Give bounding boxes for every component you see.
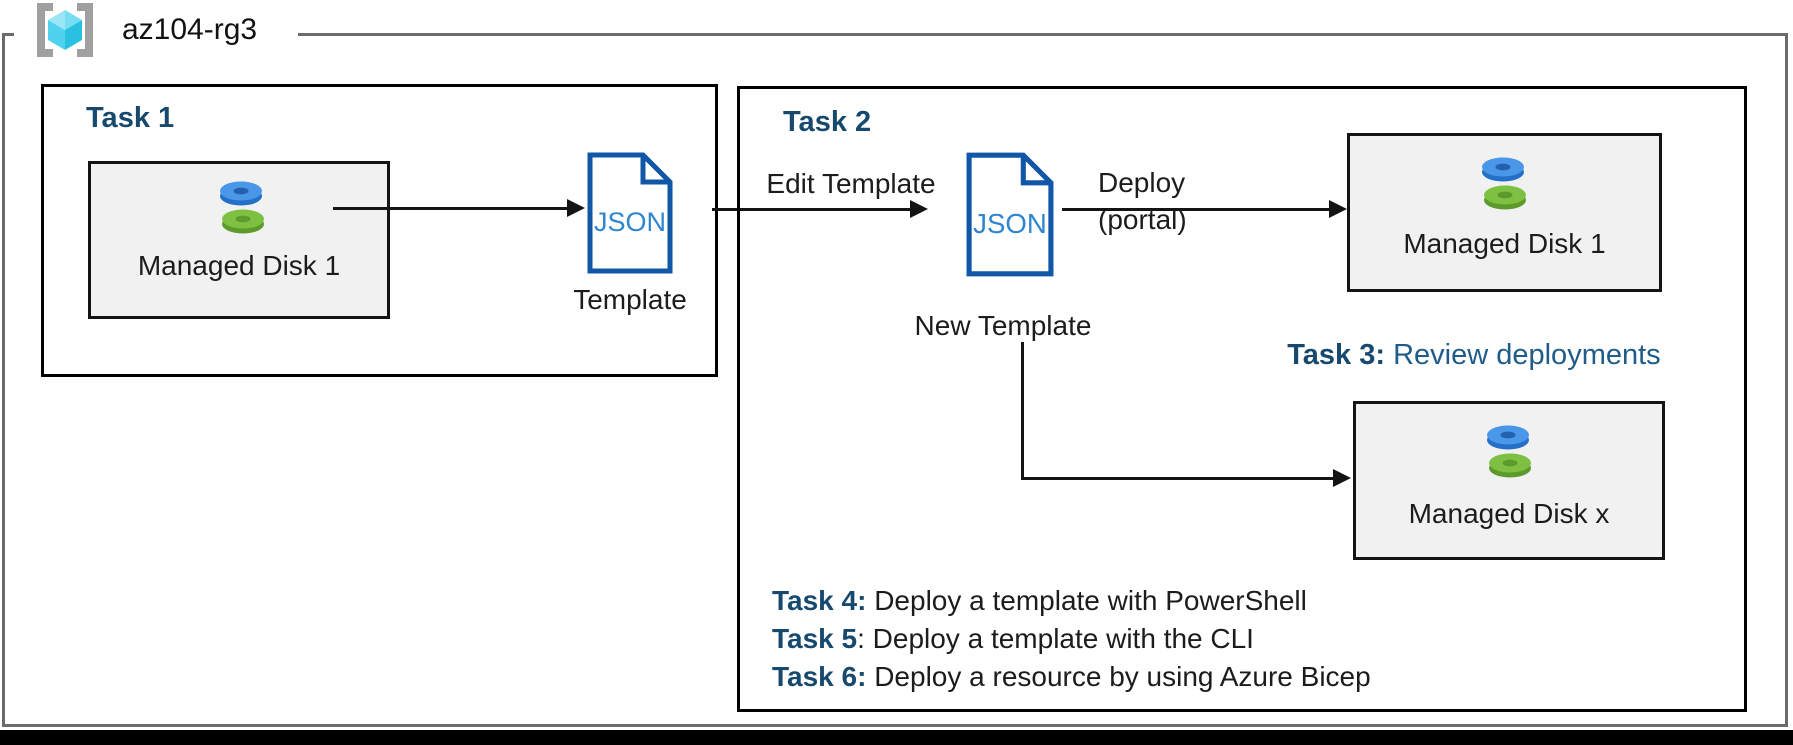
disk-to-template-arrow-line — [333, 207, 569, 210]
task5-label: Task 5 — [772, 623, 858, 654]
new-template-connector-vertical — [1021, 342, 1024, 480]
template-caption: Template — [573, 284, 687, 315]
resource-group-icon — [37, 3, 93, 57]
managed-disk-1-label: Managed Disk 1 — [137, 250, 341, 281]
right-bracket-shape — [77, 3, 93, 57]
task4-text: Deploy a template with PowerShell — [866, 585, 1307, 616]
border-label-gap — [14, 30, 298, 39]
json-file-label: JSON — [973, 208, 1047, 239]
new-template-connector-horizontal — [1021, 477, 1335, 480]
new-template-caption: New Template — [914, 310, 1092, 341]
task3-line: Task 3: Review deployments — [1255, 306, 1661, 405]
task4-label: Task 4: — [772, 585, 867, 616]
deploy-label-line2: (portal) — [1098, 204, 1187, 235]
disk-to-template-arrow-head — [567, 199, 585, 217]
managed-disk-icon — [1482, 157, 1526, 210]
task5-text: : Deploy a template with the CLI — [857, 623, 1254, 654]
deploy-arrow-line — [1062, 208, 1332, 211]
task6-text: Deploy a resource by using Azure Bicep — [866, 661, 1371, 692]
left-bracket-shape — [37, 3, 53, 57]
managed-disk-x-label: Managed Disk x — [1408, 498, 1610, 529]
resource-group-name: az104-rg3 — [122, 13, 258, 46]
task6-label: Task 6: — [772, 661, 867, 692]
managed-disk-icon — [1487, 425, 1531, 478]
task5-line: Task 5: Deploy a template with the CLI — [772, 620, 1371, 658]
json-document-icon: JSON — [966, 152, 1054, 277]
deploy-label-line1: Deploy — [1098, 167, 1186, 198]
task-list: Task 4: Deploy a template with PowerShel… — [772, 582, 1371, 696]
json-document-icon: JSON — [587, 152, 673, 274]
deploy-portal-label: Deploy (portal) — [1098, 164, 1187, 238]
managed-disk-icon — [220, 181, 264, 234]
task6-line: Task 6: Deploy a resource by using Azure… — [772, 658, 1371, 696]
edit-template-label: Edit Template — [766, 168, 936, 199]
json-file-label: JSON — [594, 207, 666, 237]
edit-template-arrow-line — [712, 208, 912, 211]
new-template-connector-arrow-head — [1333, 469, 1351, 487]
resource-group-border — [2, 33, 1788, 727]
task1-box — [41, 84, 718, 377]
task3-label: Task 3: — [1287, 339, 1386, 371]
managed-disk-1-deployed-label: Managed Disk 1 — [1403, 228, 1606, 259]
task2-heading: Task 2 — [783, 106, 872, 138]
task3-text: Review deployments — [1385, 339, 1661, 371]
edit-template-arrow-head — [910, 200, 928, 218]
deploy-arrow-head — [1329, 200, 1347, 218]
task4-line: Task 4: Deploy a template with PowerShel… — [772, 582, 1371, 620]
bottom-black-bar — [0, 730, 1793, 745]
task1-heading: Task 1 — [86, 102, 175, 134]
task2-box — [737, 86, 1747, 712]
